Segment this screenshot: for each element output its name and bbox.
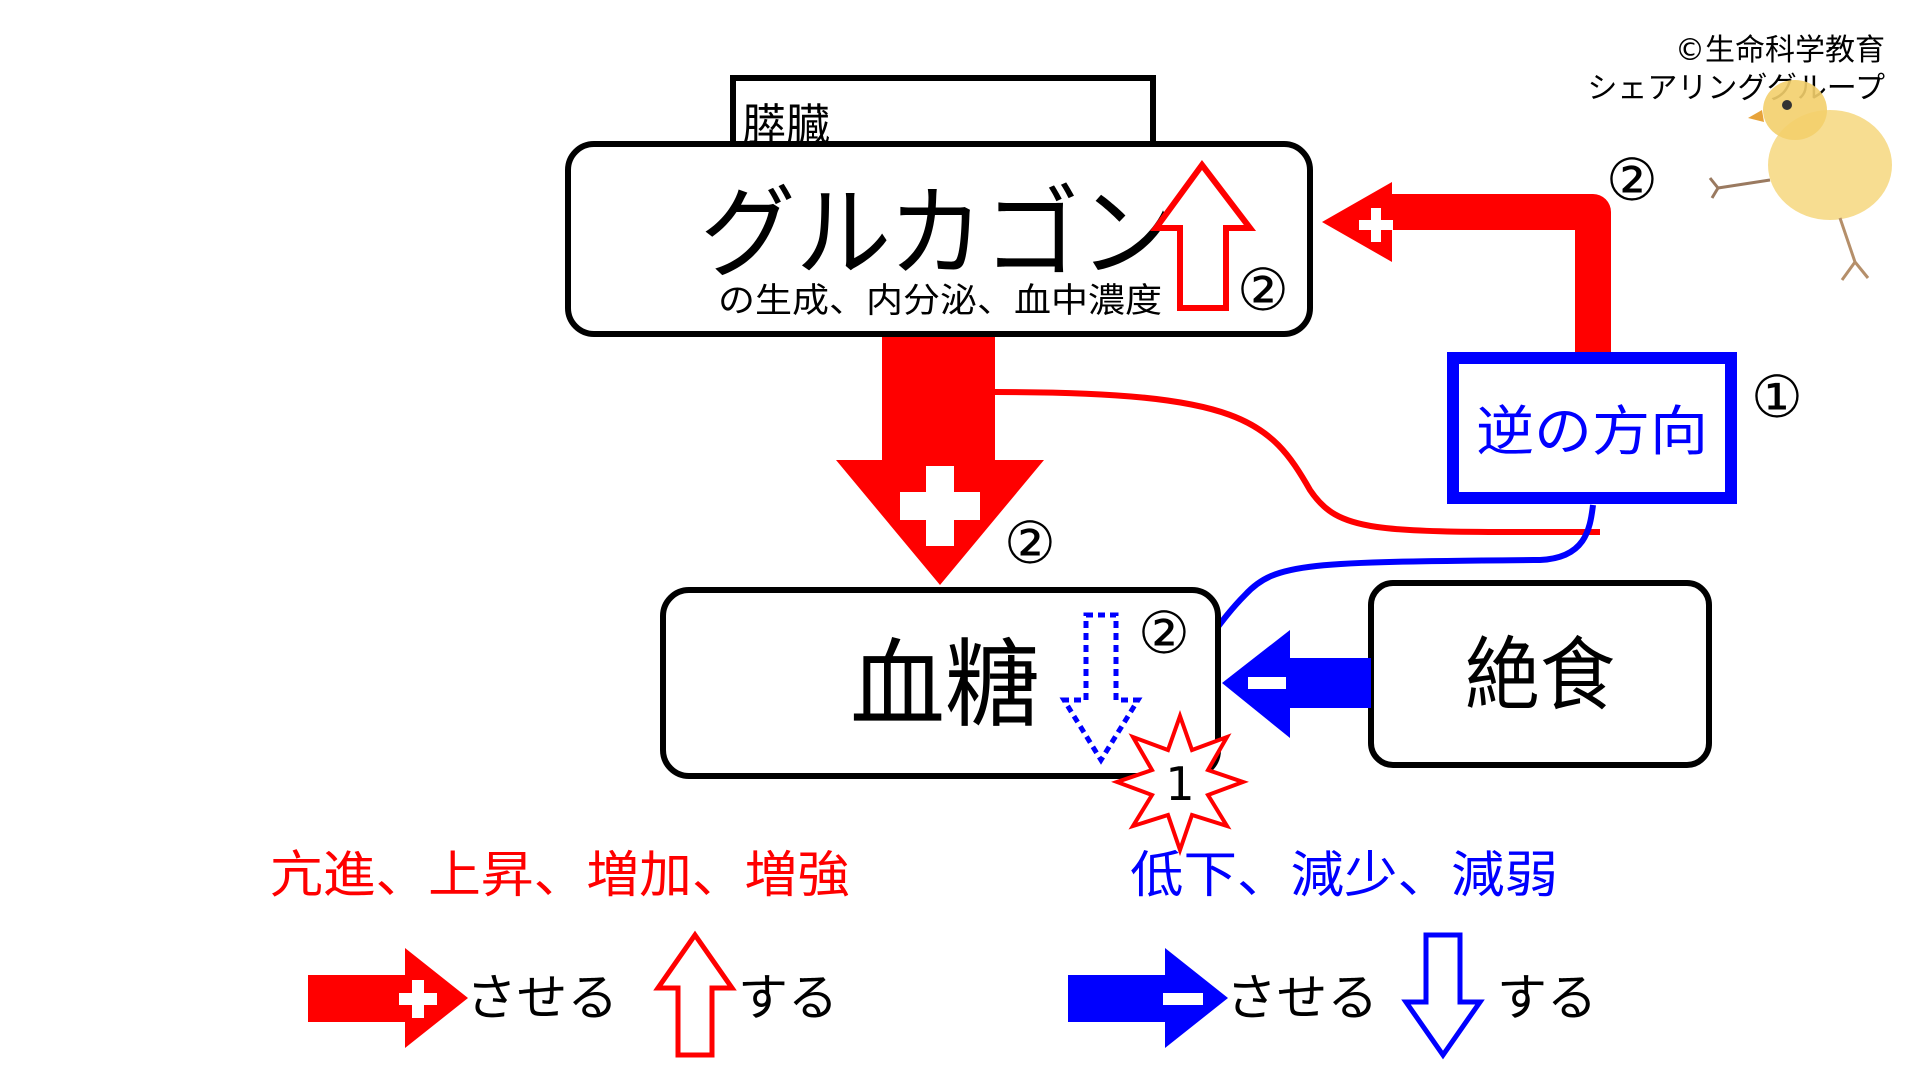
minus-sign-icon [1248, 677, 1286, 689]
burst-icon [1111, 709, 1249, 857]
increase-hollow-arrow-icon [1150, 159, 1257, 311]
glucagon-box [565, 141, 1313, 337]
glucagon-title: グルカゴン [700, 175, 1175, 292]
copyright-line1: ©生命科学教育 [1675, 33, 1885, 68]
legend-red-plus-arrow [308, 948, 468, 1048]
legend-blue-down-arrow-icon [1401, 932, 1485, 1060]
legend-increase-words: 亢進、上昇、増加、増強 [270, 846, 850, 904]
chick-illustration [1708, 80, 1892, 281]
bloodsugar-marker-two: ② [1138, 599, 1190, 667]
plus-sign-icon [1359, 208, 1393, 242]
fasting-label: 絶食 [1465, 629, 1615, 722]
copyright-line2: シェアリンググループ [1587, 71, 1885, 106]
minus-sign-icon [1163, 993, 1203, 1005]
legend-red-up-arrow-icon [653, 930, 737, 1058]
arrow-marker-two: ② [1004, 509, 1056, 577]
reverse-to-glucagon-line [1390, 194, 1611, 358]
burst-number: 1 [1165, 757, 1194, 811]
glucagon-marker-two: ② [1237, 256, 1289, 324]
legend-red-cause: させる [466, 969, 618, 1027]
legend-red-do: する [738, 969, 838, 1027]
plus-sign-icon [900, 466, 980, 546]
legend-blue-cause: させる [1226, 969, 1378, 1027]
fasting-to-bloodsugar-arrow [1222, 630, 1371, 738]
reverse-marker-one: ① [1751, 363, 1803, 431]
blood-sugar-label: 血糖 [850, 629, 1040, 741]
red-feedback-line [994, 389, 1601, 536]
legend-blue-minus-arrow [1068, 948, 1228, 1048]
blood-sugar-box [660, 587, 1221, 779]
glucagon-subtitle: の生成、内分泌、血中濃度 [718, 281, 1162, 321]
reverse-direction-label: 逆の方向 [1476, 400, 1708, 463]
glucagon-to-bloodsugar-arrow [836, 330, 1044, 585]
reverse-direction-box [1447, 352, 1737, 504]
plus-sign-icon [399, 980, 437, 1018]
legend-blue-do: する [1497, 969, 1597, 1027]
decrease-dotted-arrow-icon [1059, 612, 1143, 765]
top-marker-two: ② [1606, 146, 1658, 214]
legend-decrease-words: 低下、減少、減弱 [1130, 846, 1558, 904]
